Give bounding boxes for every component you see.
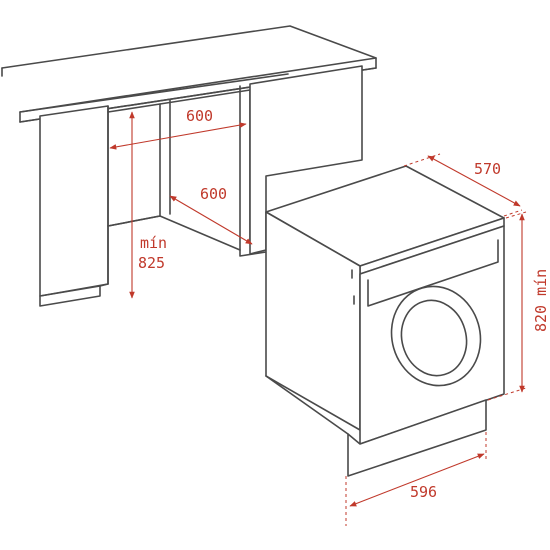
recess-back-wall (107, 103, 161, 227)
cabinet-width-label: 600 (186, 107, 213, 125)
dimension-cabinet-width: 600 (109, 107, 247, 150)
machine-width-label: 596 (410, 483, 437, 501)
min-height-value: 825 (138, 254, 165, 272)
dimension-min-height: mín 825 (129, 111, 167, 299)
machine-height-label: 820 mín (532, 269, 550, 332)
machine-front (359, 225, 505, 445)
dimension-cabinet-depth: 600 (169, 185, 253, 245)
countertop-cabinet (1, 25, 377, 307)
dimension-machine-height: 820 mín (487, 211, 550, 401)
control-panel (367, 239, 499, 307)
min-height-label: mín (140, 234, 167, 252)
washing-machine (265, 165, 505, 477)
dimension-machine-depth: 570 (403, 153, 523, 217)
machine-depth-label: 570 (474, 160, 501, 178)
dimension-machine-width: 596 (345, 432, 487, 526)
left-cabinet-panel (39, 105, 109, 297)
cabinet-depth-label: 600 (200, 185, 227, 203)
door-inner-ring (400, 299, 468, 377)
door-outer-ring (390, 285, 482, 387)
door (390, 285, 482, 387)
